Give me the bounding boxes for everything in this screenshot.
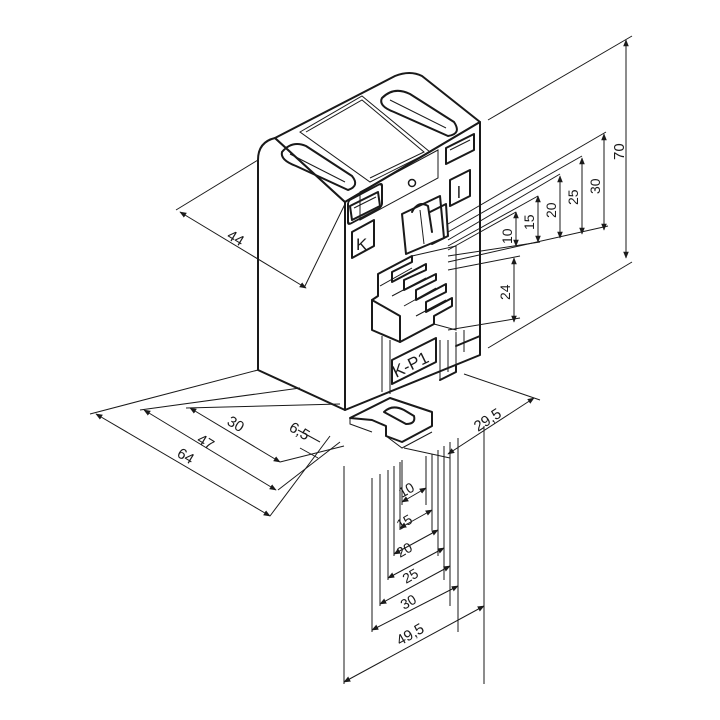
dim-bottom-15: 15 — [394, 511, 416, 533]
terminal-k-label: K — [356, 235, 368, 254]
front-slot-left — [347, 182, 383, 225]
dimension-lines — [89, 35, 633, 684]
dim-right-25: 25 — [565, 189, 581, 205]
dim-right-30: 30 — [587, 178, 603, 194]
lower-terminal-bars — [381, 330, 481, 394]
dim-depth-44: 44 — [224, 227, 247, 250]
dim-right-20: 20 — [543, 202, 559, 218]
dim-base-30: 30 — [224, 413, 247, 436]
upper-terminal-clamp — [401, 195, 449, 255]
mounting-foot — [349, 397, 433, 449]
terminal-l-label: l — [457, 183, 461, 202]
top-slot-left — [280, 143, 357, 191]
dim-right-10: 10 — [499, 228, 515, 244]
top-window — [299, 95, 431, 183]
dim-bottom-25: 25 — [400, 565, 422, 587]
top-slot-right — [380, 89, 458, 137]
transformer-body: K l K-P1 — [257, 72, 481, 449]
dim-bottom-10: 10 — [396, 479, 418, 501]
dim-right-15: 15 — [521, 214, 537, 230]
dim-base-29-5: 29,5 — [471, 405, 505, 435]
front-upper-panel — [359, 149, 439, 221]
terminal-k-marker: K — [351, 219, 375, 259]
dim-base-64: 64 — [174, 445, 197, 468]
dim-base-47: 47 — [194, 431, 217, 454]
dim-bottom-30: 30 — [398, 591, 420, 613]
dim-base-6-5: 6,5 — [286, 419, 313, 444]
dim-height-70: 70 — [611, 143, 628, 160]
screw-icon — [407, 178, 417, 188]
terminal-l-marker: l — [449, 169, 471, 207]
dim-bottom-20: 20 — [394, 539, 416, 561]
dim-bottom-49-5: 49,5 — [394, 620, 428, 649]
front-slot-right — [445, 133, 475, 165]
stepped-terminal-block — [371, 245, 457, 343]
dim-right-24: 24 — [497, 284, 513, 300]
